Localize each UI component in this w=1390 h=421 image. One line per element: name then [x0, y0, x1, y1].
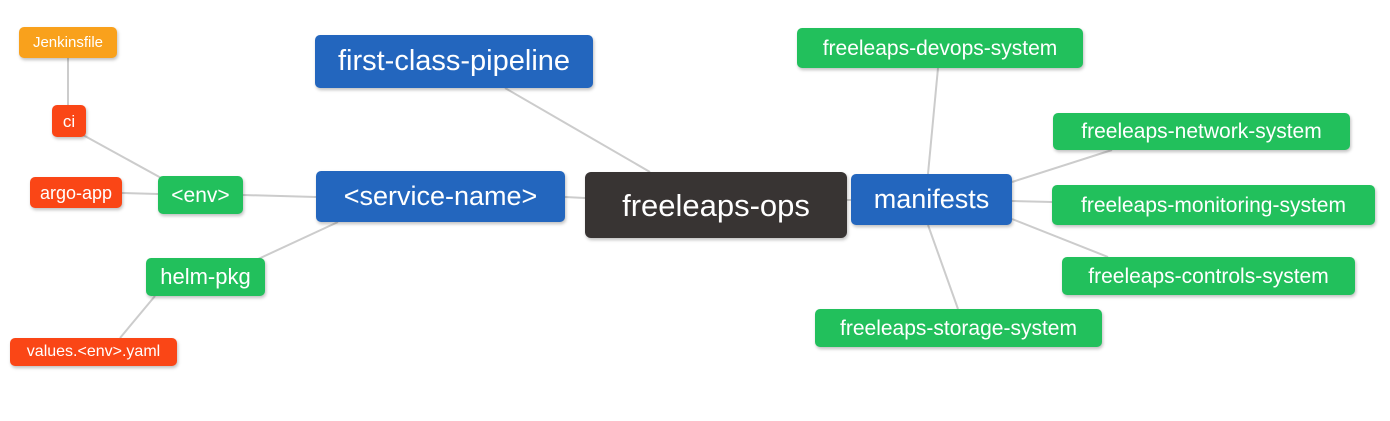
edge-manifests-monitoring: [1011, 200, 1053, 203]
node-jenkinsfile[interactable]: Jenkinsfile: [19, 27, 117, 58]
node-freeleaps-storage-system[interactable]: freeleaps-storage-system: [815, 309, 1102, 347]
node-values-env-yaml[interactable]: values.<env>.yaml: [10, 338, 177, 366]
edge-service-name-helm-pkg: [255, 221, 339, 261]
node-service-name[interactable]: <service-name>: [316, 171, 565, 222]
edge-ci-env: [82, 134, 164, 180]
edge-env-service-name: [242, 194, 317, 198]
edge-helm-pkg-values: [119, 295, 156, 339]
node-freeleaps-monitoring-system[interactable]: freeleaps-monitoring-system: [1052, 185, 1375, 225]
node-env[interactable]: <env>: [158, 176, 243, 214]
node-first-class-pipeline[interactable]: first-class-pipeline: [315, 35, 593, 88]
node-freeleaps-ops-root[interactable]: freeleaps-ops: [585, 172, 847, 238]
edge-manifests-controls: [1011, 218, 1109, 258]
node-freeleaps-devops-system[interactable]: freeleaps-devops-system: [797, 28, 1083, 68]
node-helm-pkg[interactable]: helm-pkg: [146, 258, 265, 296]
node-manifests[interactable]: manifests: [851, 174, 1012, 225]
edge-manifests-storage: [927, 224, 959, 310]
edge-manifests-devops: [927, 67, 939, 175]
edge-pipeline-ops: [504, 87, 651, 173]
node-argo-app[interactable]: argo-app: [30, 177, 122, 208]
node-freeleaps-network-system[interactable]: freeleaps-network-system: [1053, 113, 1350, 150]
node-freeleaps-controls-system[interactable]: freeleaps-controls-system: [1062, 257, 1355, 295]
node-ci[interactable]: ci: [52, 105, 86, 137]
edge-service-name-ops: [564, 196, 586, 199]
edge-manifests-network: [1011, 149, 1113, 183]
edge-argo-app-env: [121, 192, 159, 195]
